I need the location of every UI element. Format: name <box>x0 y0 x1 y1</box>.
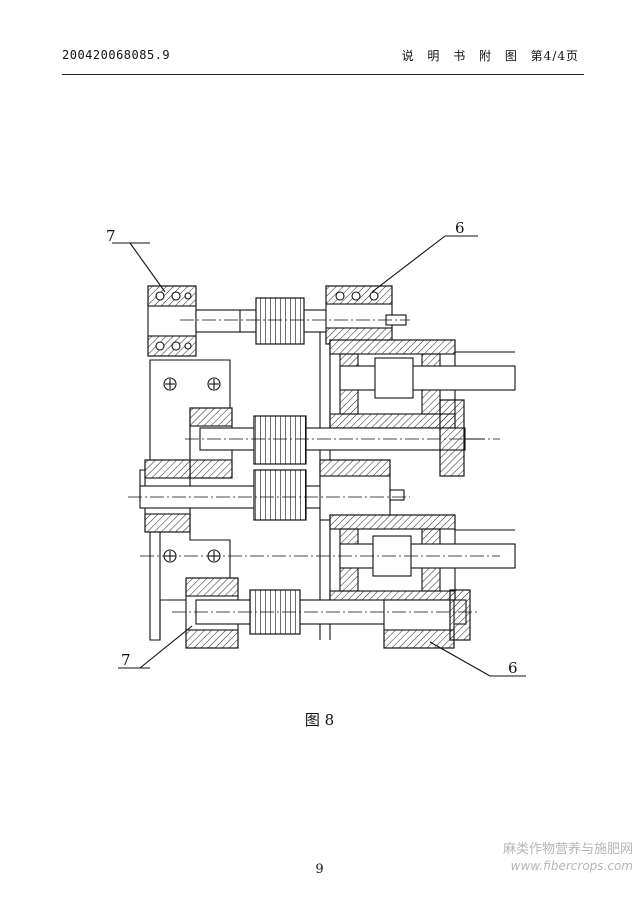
patent-number: 200420068085.9 <box>62 48 171 62</box>
part-label-6-bottom: 6 <box>508 659 518 677</box>
part-label-7-bottom: 7 <box>121 651 131 669</box>
gear <box>253 415 307 465</box>
watermark-url: www.fibercrops.com <box>510 859 633 873</box>
hub <box>374 357 414 399</box>
document-title: 说 明 书 附 图 第4/4页 <box>401 49 579 63</box>
output-shaft <box>339 365 516 391</box>
frame-bolt <box>207 377 221 391</box>
watermark-site-name: 麻类作物营养与施肥网 <box>502 842 633 857</box>
watermark: 麻类作物营养与施肥网 www.fibercrops.com <box>503 842 633 874</box>
gear <box>253 469 307 521</box>
part-label-7-top: 7 <box>106 227 116 245</box>
frame-bolt <box>163 377 177 391</box>
figure-caption: 图 8 <box>304 711 335 729</box>
part-label-6-top: 6 <box>455 219 465 237</box>
page-number: 9 <box>315 862 324 877</box>
header-divider <box>62 74 584 75</box>
gear <box>255 297 305 345</box>
